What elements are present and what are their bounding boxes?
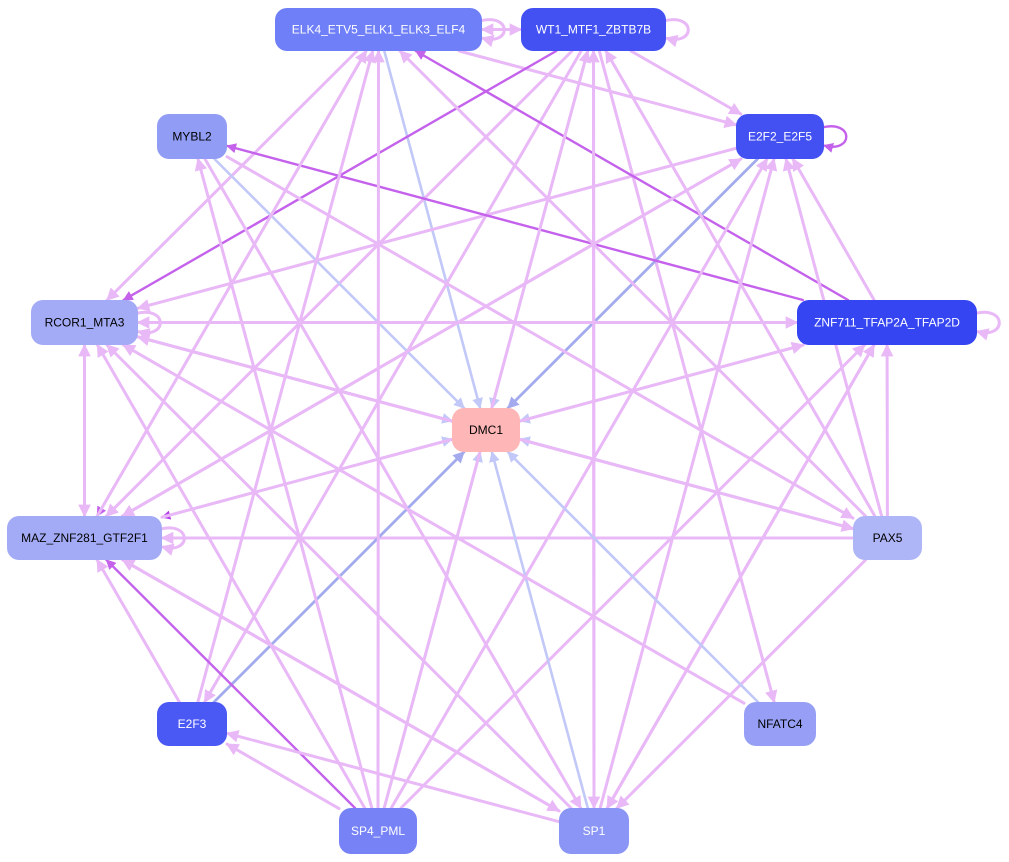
self-loop-wt1: [663, 18, 690, 48]
node-e2f2[interactable]: E2F2_E2F5: [736, 114, 824, 159]
edge-elk4-to-e2f2: [457, 49, 738, 128]
edge-znf711-to-mybl2: [225, 143, 805, 302]
edge-wt1-to-e2f3: [203, 49, 583, 704]
node-label-rcor1: RCOR1_MTA3: [45, 316, 125, 330]
node-box-rcor1: [31, 300, 138, 345]
node-sp1[interactable]: SP1: [559, 808, 629, 854]
node-box-sp4: [339, 808, 417, 854]
edge-maz-to-e2f2: [121, 157, 743, 518]
node-box-maz: [7, 516, 162, 560]
node-label-mybl2: MYBL2: [172, 130, 212, 144]
node-label-dmc1: DMC1: [469, 423, 503, 437]
edge-mybl2-to-dmc1: [213, 157, 466, 410]
edge-e2f2-to-rcor1: [136, 146, 738, 312]
node-nfatc4[interactable]: NFATC4: [744, 702, 816, 746]
node-box-elk4: [275, 8, 482, 51]
edge-sp1-to-e2f2: [598, 157, 778, 810]
node-box-e2f3: [157, 702, 227, 746]
edge-mybl2-to-sp1: [203, 157, 583, 810]
edge-e2f3-to-maz: [95, 558, 181, 704]
edge-sp1-to-znf711: [605, 343, 876, 810]
node-box-pax5: [853, 516, 922, 560]
node-rcor1[interactable]: RCOR1_MTA3: [31, 300, 138, 345]
edge-sp1-to-wt1: [587, 49, 600, 810]
node-box-znf711: [797, 300, 977, 345]
node-label-znf711: ZNF711_TFAP2A_TFAP2D: [814, 316, 960, 330]
node-label-pax5: PAX5: [873, 531, 903, 545]
node-pax5[interactable]: PAX5: [853, 516, 922, 560]
edge-nfatc4-to-dmc1: [506, 450, 760, 704]
edge-sp1-to-e2f3: [225, 730, 561, 824]
edge-sp4-to-mybl2: [194, 157, 374, 810]
edge-mybl2-to-pax5: [225, 155, 855, 520]
node-box-nfatc4: [744, 702, 816, 746]
self-loop-maz: [159, 526, 186, 556]
node-sp4[interactable]: SP4_PML: [339, 808, 417, 854]
edge-znf711-to-e2f2: [791, 157, 876, 302]
edge-wt1-to-e2f2: [629, 49, 743, 116]
node-label-nfatc4: NFATC4: [757, 717, 802, 731]
self-loop-znf711: [974, 310, 1001, 341]
node-box-e2f2: [736, 114, 824, 159]
node-wt1[interactable]: WT1_MTF1_ZBTB7B: [521, 8, 666, 51]
node-label-maz: MAZ_ZNF281_GTF2F1: [21, 531, 148, 545]
node-label-sp1: SP1: [583, 824, 606, 838]
node-e2f3[interactable]: E2F3: [157, 702, 227, 746]
node-label-e2f3: E2F3: [178, 717, 207, 731]
node-elk4[interactable]: ELK4_ETV5_ELK1_ELK3_ELF4: [275, 8, 482, 51]
node-label-elk4: ELK4_ETV5_ELK1_ELK3_ELF4: [292, 23, 466, 37]
node-box-wt1: [521, 8, 666, 51]
node-label-wt1: WT1_MTF1_ZBTB7B: [536, 23, 651, 37]
node-dmc1[interactable]: DMC1: [452, 408, 520, 452]
node-mybl2[interactable]: MYBL2: [157, 114, 227, 159]
edge-nfatc4-to-rcor1: [122, 343, 746, 705]
edge-layer: [78, 18, 1001, 824]
self-loop-elk4: [479, 18, 506, 48]
edge-sp1-to-dmc1: [489, 450, 590, 810]
node-box-dmc1: [452, 408, 520, 452]
edge-pax5-to-elk4: [398, 49, 867, 518]
node-znf711[interactable]: ZNF711_TFAP2A_TFAP2D: [797, 300, 977, 345]
edge-e2f3-to-elk4: [196, 49, 376, 704]
edge-sp4-to-elk4: [372, 49, 385, 810]
edge-znf711-to-elk4: [414, 49, 850, 302]
node-label-e2f2: E2F2_E2F5: [748, 130, 812, 144]
edge-sp4-to-e2f2: [389, 157, 769, 810]
node-box-sp1: [559, 808, 629, 854]
self-loop-rcor1: [135, 310, 162, 341]
node-layer: ELK4_ETV5_ELK1_ELK3_ELF4 WT1_MTF1_ZBTB7B E…: [7, 8, 977, 854]
edge-sp4-to-rcor1: [96, 343, 367, 810]
edge-sp4-to-e2f3: [225, 742, 341, 811]
node-box-mybl2: [157, 114, 227, 159]
node-maz[interactable]: MAZ_ZNF281_GTF2F1: [7, 516, 162, 560]
edge-sp4-to-maz: [105, 558, 357, 810]
edge-sp1-to-rcor1: [105, 343, 573, 810]
edge-sp1-to-maz: [121, 558, 561, 813]
self-loop-e2f2: [821, 125, 848, 153]
node-label-sp4: SP4_PML: [351, 824, 405, 838]
